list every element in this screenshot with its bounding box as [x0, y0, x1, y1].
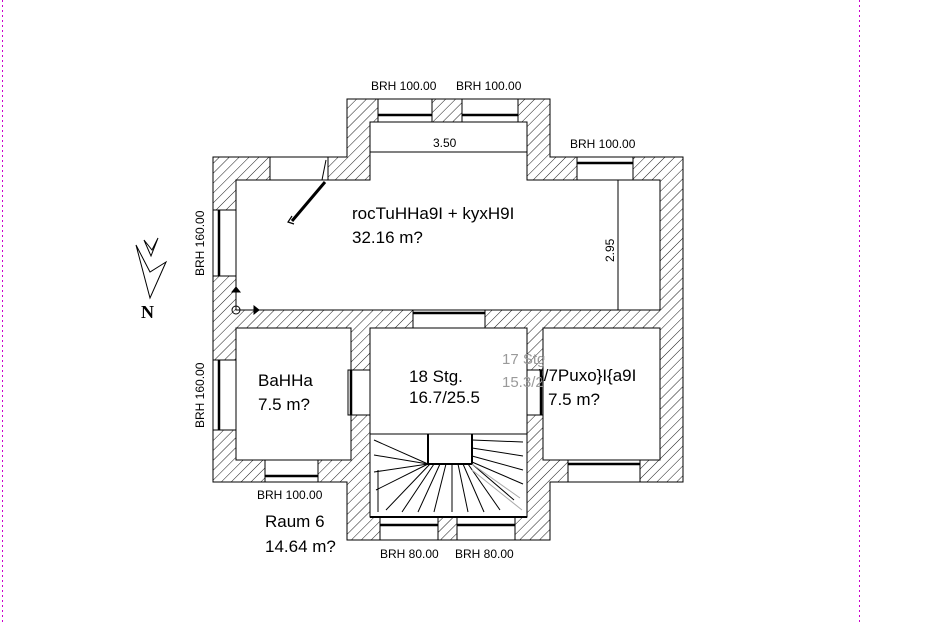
room-area-stair: 16.7/25.5 — [409, 388, 480, 407]
dimension-bay-width: 3.50 — [433, 136, 457, 150]
room-area-raum6: 14.64 m? — [265, 537, 336, 556]
window-bottom-left — [264, 459, 319, 483]
window-label-top-left: BRH 100.00 — [371, 79, 437, 93]
window-bottom-right — [567, 459, 641, 483]
room-name-living: rocTuHHa9I + kyxH9I — [352, 204, 514, 223]
window-left-upper — [212, 209, 237, 277]
room-area-living: 32.16 m? — [352, 228, 423, 247]
entrance-door — [287, 159, 327, 225]
room-name-hall: \/7Puxo}I{a9I — [539, 366, 636, 385]
dimension-lines — [369, 146, 624, 311]
north-label: N — [141, 302, 154, 322]
window-top-right — [461, 98, 519, 123]
window-label-bottom-stair-left: BRH 80.00 — [380, 547, 439, 561]
dimension-room-depth: 2.95 — [603, 238, 617, 262]
window-bottom-stair-right — [456, 516, 516, 541]
room-name-bath: BaHHa — [258, 371, 313, 390]
window-label-upper-right: BRH 100.00 — [570, 137, 636, 151]
door-right-stair — [526, 369, 544, 416]
window-label-top-right: BRH 100.00 — [456, 79, 522, 93]
window-top-left — [377, 98, 433, 123]
room-name-raum6: Raum 6 — [265, 512, 325, 531]
window-upper-right — [576, 156, 634, 181]
room-name-stair: 18 Stg. — [409, 367, 463, 386]
origin-marker — [230, 286, 260, 316]
window-label-left-lower: BRH 160.00 — [193, 362, 207, 428]
room-area-hall: 7.5 m? — [548, 390, 600, 409]
windows — [212, 98, 641, 541]
door-opening-middle — [412, 309, 486, 329]
door-opening-top — [269, 156, 329, 181]
north-arrow-icon — [135, 237, 168, 300]
window-label-bottom-left: BRH 100.00 — [257, 488, 323, 502]
window-bottom-stair-left — [379, 516, 439, 541]
room-area-bath: 7.5 m? — [258, 395, 310, 414]
window-left-lower — [212, 359, 237, 431]
door-left-stair — [347, 369, 371, 416]
staircase — [369, 433, 528, 518]
window-label-bottom-stair-right: BRH 80.00 — [455, 547, 514, 561]
window-label-left-upper: BRH 160.00 — [193, 210, 207, 276]
stair-ghost-steps: 17 Stg. — [502, 351, 550, 368]
